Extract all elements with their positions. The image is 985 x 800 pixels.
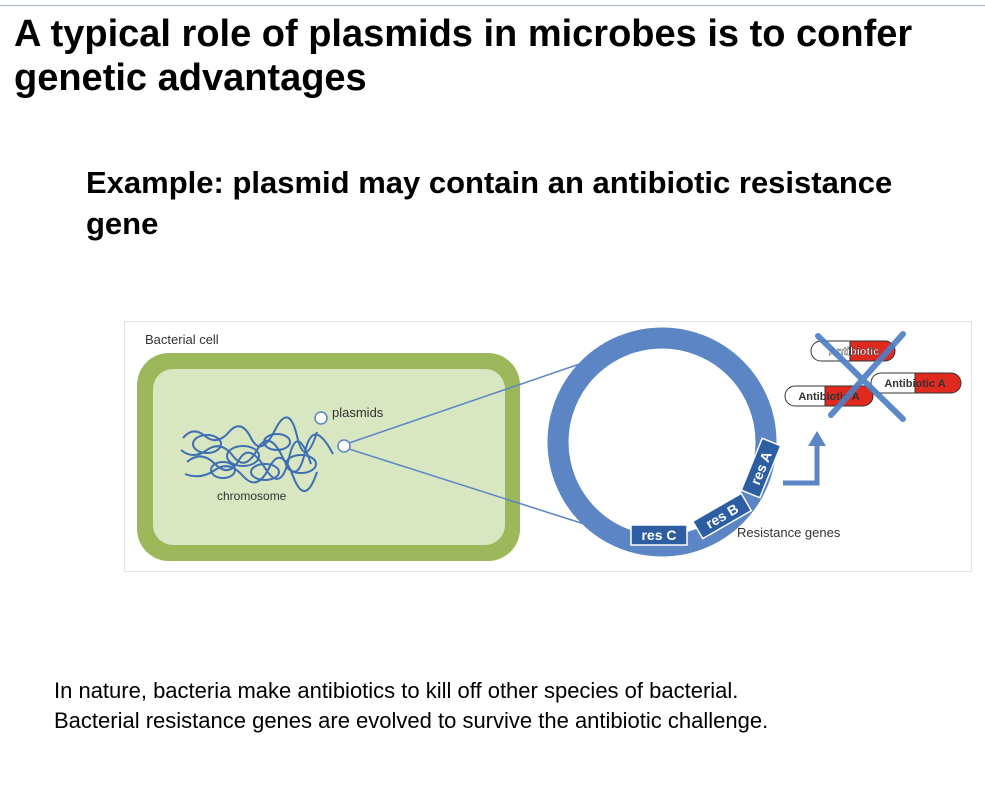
antibiotic-right-label: Antibiotic A (884, 378, 945, 390)
caption-line-2: Bacterial resistance genes are evolved t… (54, 708, 769, 733)
chromosome (180, 416, 334, 492)
chromosome-label: chromosome (217, 489, 287, 503)
zoom-line-top (348, 355, 604, 444)
gene-res-c-label: res C (641, 527, 676, 543)
antibiotic-capsule-left: Antibiotic A (784, 385, 874, 407)
cell-label: Bacterial cell (145, 332, 219, 347)
gene-res-c: res C (630, 524, 688, 546)
top-rule (0, 5, 985, 6)
slide-caption: In nature, bacteria make antibiotics to … (54, 676, 974, 736)
gene-res-a: res A (740, 437, 782, 499)
resistance-arrow (783, 444, 820, 486)
slide-subtitle: Example: plasmid may contain an antibiot… (86, 165, 893, 241)
cross-mark (815, 331, 906, 422)
plasmid-diagram: Bacterial cell chromosome plasmids res (124, 321, 972, 572)
slide-title: A typical role of plasmids in microbes i… (14, 13, 913, 99)
diagram-canvas: Bacterial cell chromosome plasmids res (137, 327, 962, 561)
plasmid-small-2 (337, 439, 351, 453)
plasmids-label: plasmids (332, 405, 384, 420)
caption-line-1: In nature, bacteria make antibiotics to … (54, 678, 739, 703)
plasmid-small-1 (314, 411, 328, 425)
antibiotic-capsule-right: Antibiotic A (870, 372, 962, 394)
cytoplasm (153, 369, 505, 545)
zoom-line-bottom (348, 448, 604, 531)
resistance-arrow-head (808, 431, 826, 446)
resistance-genes-label: Resistance genes (737, 525, 841, 540)
